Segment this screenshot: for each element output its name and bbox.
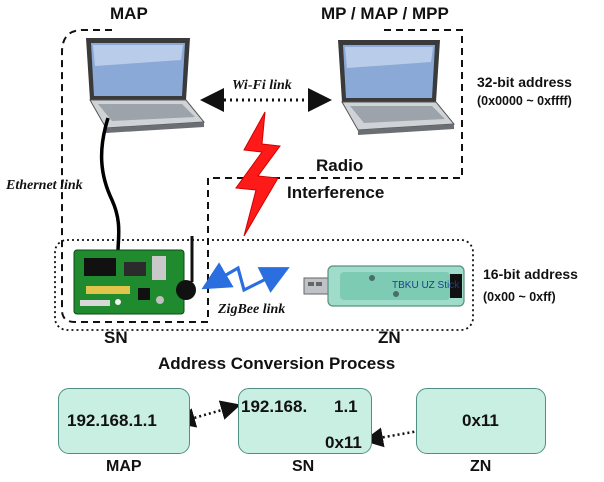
- zigbee-network-boundary: [54, 239, 474, 331]
- address-32bit-title: 32-bit address: [477, 74, 572, 90]
- sn-sensor-board-icon: [73, 236, 196, 315]
- map-network-boundary: [61, 29, 463, 323]
- process-title: Address Conversion Process: [158, 354, 396, 373]
- sn-ip-address-prefix: 192.168.: [241, 397, 308, 416]
- wifi-link-label: Wi-Fi link: [232, 78, 292, 93]
- sn-address-box: 192.168. 1.1 0x11: [238, 388, 372, 454]
- sn-hex-address: 0x11: [325, 433, 362, 452]
- mp-laptop-icon: [338, 40, 456, 135]
- zn-address-box: 0x11: [416, 388, 546, 454]
- address-16bit-title: 16-bit address: [483, 266, 578, 282]
- ethernet-link-label: Ethernet link: [6, 178, 83, 193]
- sn-box-caption: SN: [292, 458, 315, 475]
- radio-label: Radio: [316, 156, 364, 175]
- zn-usb-stick-icon: [303, 265, 465, 307]
- map-laptop-icon: [86, 38, 206, 133]
- sn-ip-address-suffix: 1.1: [334, 397, 358, 416]
- address-32bit-range: (0x0000 ~ 0xffff): [477, 94, 572, 108]
- zigbee-link-arrow: [201, 262, 290, 293]
- radio-interference-lightning-icon: [235, 111, 281, 237]
- address-16bit-range: (0x00 ~ 0xff): [483, 290, 556, 304]
- zigbee-link-label: ZigBee link: [218, 302, 286, 317]
- map-box-caption: MAP: [106, 458, 142, 475]
- zn-box-caption: ZN: [470, 458, 492, 475]
- zn-device-label: ZN: [378, 328, 401, 347]
- zn-hex-address: 0x11: [462, 411, 499, 430]
- map-ip-address: 192.168.1.1: [67, 411, 157, 430]
- mp-map-mpp-label: MP / MAP / MPP: [321, 4, 449, 23]
- map-address-box: 192.168.1.1: [58, 388, 190, 454]
- sn-device-label: SN: [104, 328, 128, 347]
- interference-label: Interference: [287, 183, 385, 202]
- map-label: MAP: [110, 4, 148, 23]
- ethernet-cable: [99, 117, 121, 253]
- usb-stick-print: TBKU UZ Stick: [392, 280, 460, 291]
